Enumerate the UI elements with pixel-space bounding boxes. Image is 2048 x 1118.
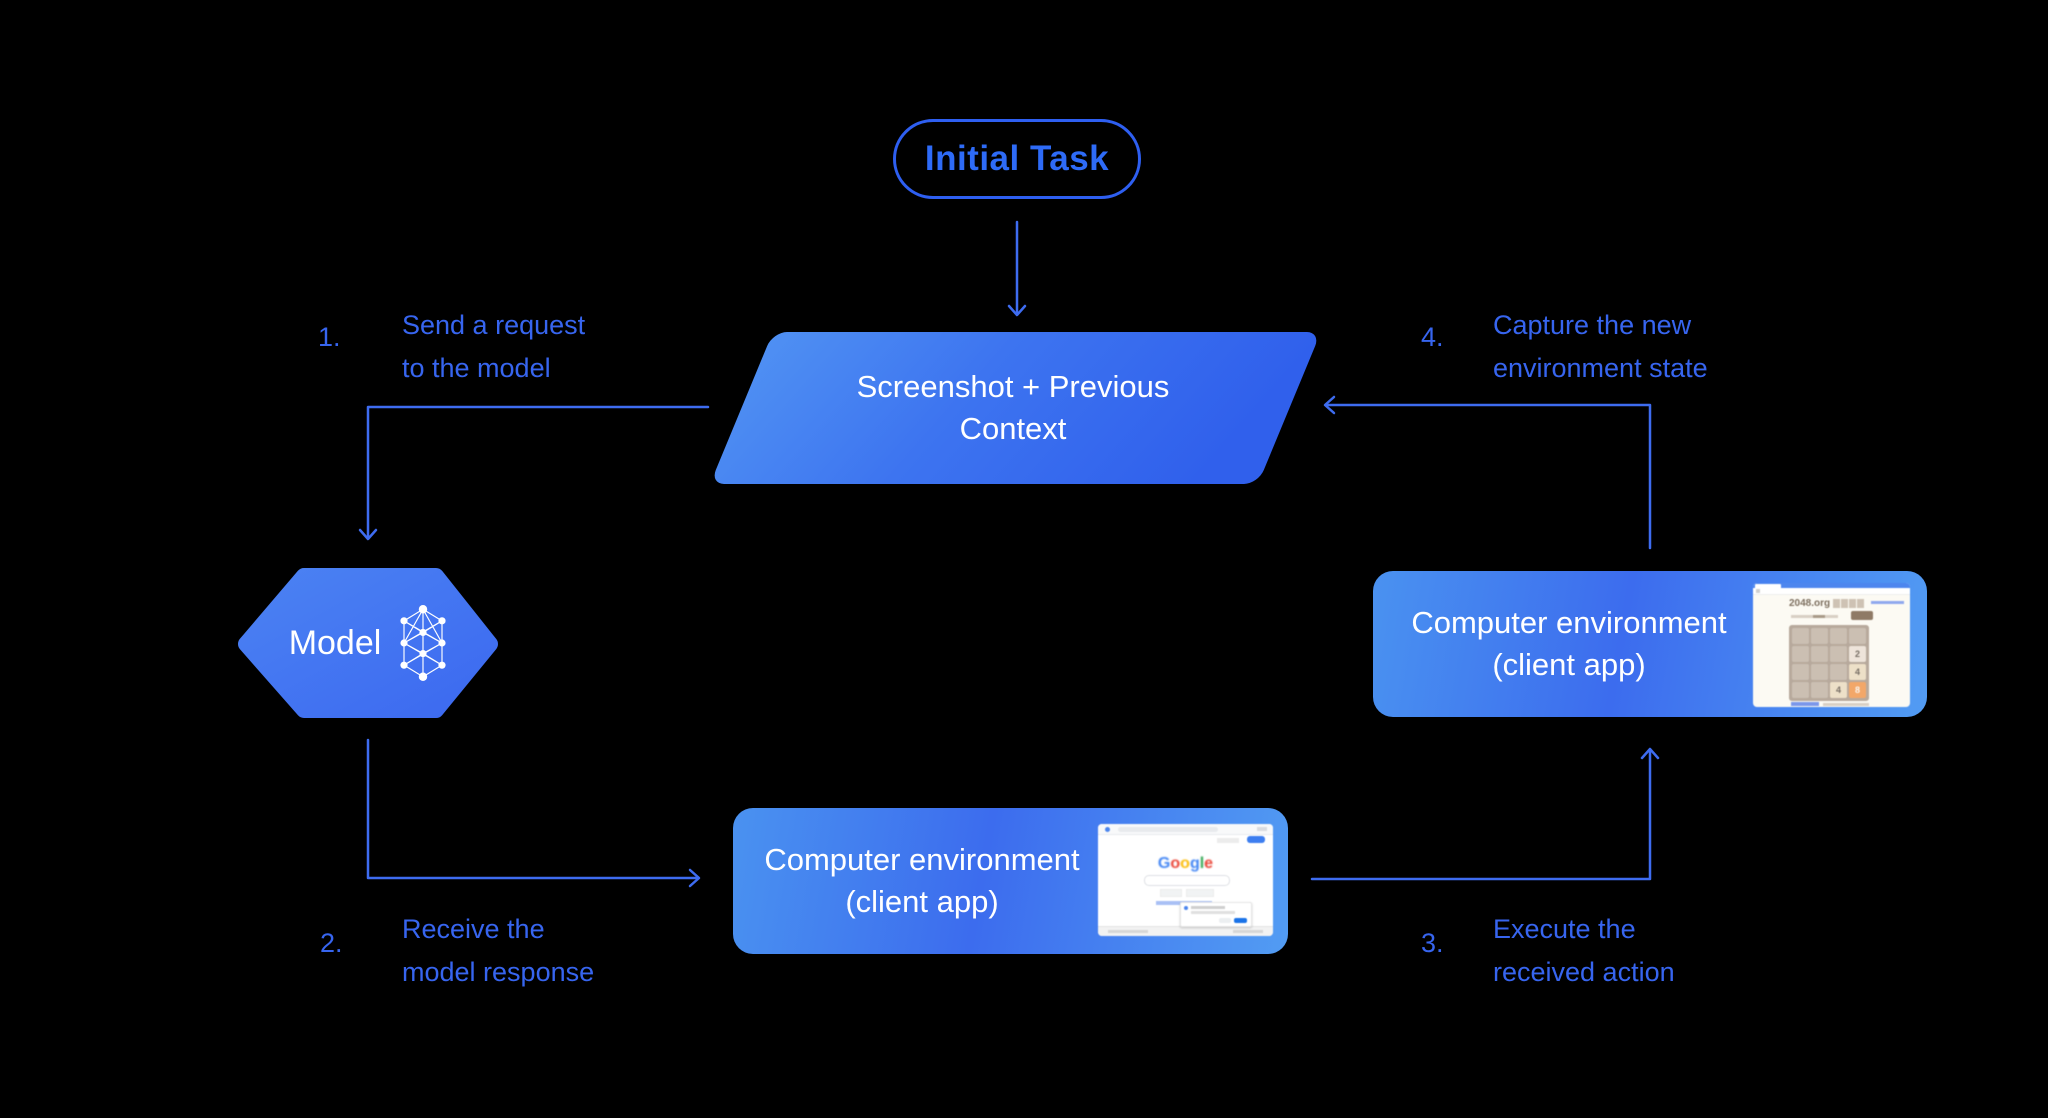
grid-cell [1830, 628, 1847, 644]
step-2-number: 2. [320, 928, 343, 958]
arrow-env-to-env2 [1310, 747, 1660, 881]
lucky-button [1186, 889, 1214, 897]
step-3-number: 3. [1421, 928, 1444, 958]
screenshot-context-line1: Screenshot + Previous [856, 369, 1170, 404]
footer-bar [1098, 926, 1273, 936]
game-tile: 2 [1849, 646, 1866, 662]
neural-network-icon [400, 605, 446, 681]
model-node: Model [230, 560, 506, 726]
game-grid: 2 4 4 8 [1789, 625, 1869, 701]
env-bottom-line1: Computer environment [764, 842, 1080, 877]
browser-address-bar [1753, 588, 1910, 595]
arrow-env2-to-context [1323, 395, 1652, 550]
google-logo: Google [1157, 855, 1214, 872]
grid-cell [1792, 682, 1809, 698]
header-links [1217, 838, 1239, 843]
game-title: 2048.org [1789, 598, 1831, 609]
popup-dialog [1180, 902, 1252, 927]
instruction-text-bold [1813, 615, 1825, 618]
step-4-label: Capture the new environment state [1493, 310, 1708, 383]
grid-cell [1811, 664, 1828, 680]
address-bar [1118, 827, 1218, 832]
grid-cell [1792, 664, 1809, 680]
arrow-context-to-model [358, 405, 710, 541]
browser-chrome-bar [1098, 824, 1273, 835]
browser-tab-bar [1753, 583, 1910, 588]
screenshot-context-line2: Context [959, 411, 1067, 446]
hexagon-shape [238, 568, 498, 718]
env-client-bottom-node: Computer environment (client app) Google [733, 808, 1288, 954]
env-client-right-node: Computer environment (client app) 2048.o… [1373, 571, 1927, 717]
dialog-text-line [1191, 906, 1225, 909]
game-tile: 4 [1830, 682, 1847, 698]
grid-cell [1830, 646, 1847, 662]
search-button [1160, 889, 1182, 897]
menu-icon [1257, 827, 1267, 831]
step-4-number: 4. [1421, 322, 1444, 352]
grid-cell [1849, 628, 1866, 644]
grid-cell [1811, 628, 1828, 644]
step-2-label: Receive the model response [402, 914, 595, 987]
google-homepage-thumbnail: Google [1098, 824, 1273, 936]
step-1-label: Send a request to the model [402, 310, 586, 383]
game-2048-thumbnail: 2048.org 2 4 4 8 [1753, 583, 1910, 707]
arrow-task-to-context [1007, 220, 1027, 317]
model-label: Model [288, 623, 382, 662]
dialog-primary-button [1234, 918, 1247, 923]
grid-cell [1811, 646, 1828, 662]
dialog-text-line [1191, 911, 1235, 914]
footer-links-right [1233, 930, 1263, 933]
search-bar [1144, 875, 1230, 886]
env-bottom-line2: (client app) [845, 884, 999, 919]
link-text-line [1871, 601, 1904, 604]
browser-tab [1755, 584, 1781, 588]
step-3-label: Execute the received action [1493, 914, 1675, 987]
game-tile: 8 [1849, 682, 1866, 698]
dialog-icon [1184, 906, 1188, 910]
initial-task-label: Initial Task [924, 139, 1110, 178]
new-game-button [1851, 611, 1873, 620]
step-1-number: 1. [318, 322, 341, 352]
arrow-model-to-env [366, 738, 701, 888]
grid-cell [1830, 664, 1847, 680]
initial-task-node: Initial Task [893, 119, 1141, 199]
favicon [1756, 589, 1760, 593]
grid-cell [1811, 682, 1828, 698]
grid-cell [1792, 646, 1809, 662]
link-text-line [1791, 702, 1819, 706]
favicon [1105, 827, 1110, 832]
screenshot-context-node: Screenshot + Previous Context [710, 332, 1321, 484]
env-right-line1: Computer environment [1411, 605, 1727, 640]
dialog-secondary-button [1219, 918, 1231, 923]
footer-text-line [1823, 703, 1869, 706]
grid-cell [1792, 628, 1809, 644]
game-tile: 4 [1849, 664, 1866, 680]
score-boxes [1833, 599, 1864, 608]
env-right-line2: (client app) [1492, 647, 1646, 682]
sign-in-button [1247, 836, 1265, 843]
footer-links-left [1108, 930, 1148, 933]
